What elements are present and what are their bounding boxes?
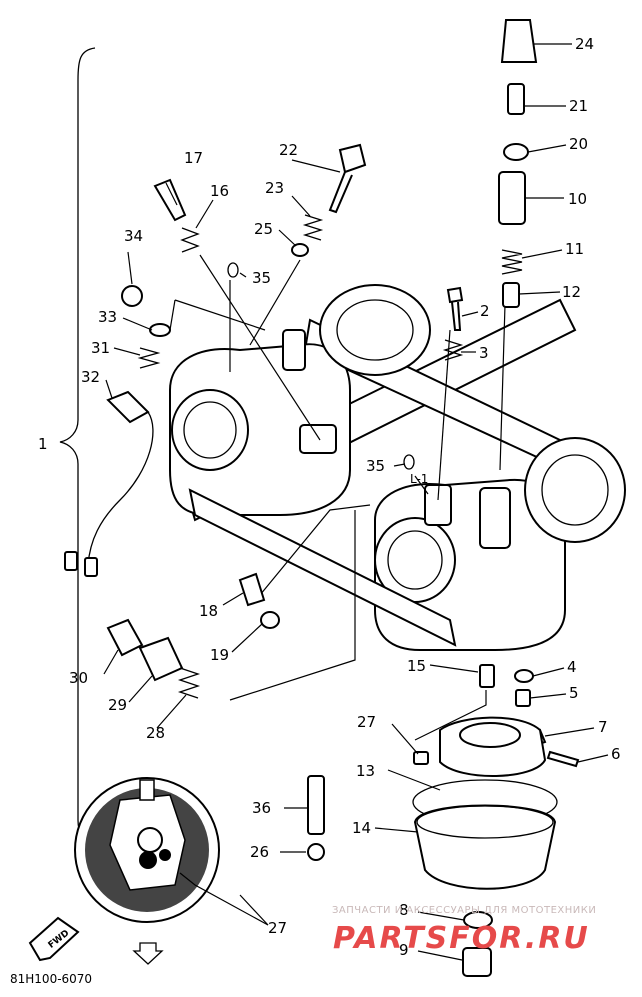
callout-3: 3 <box>479 344 489 362</box>
watermark-logo: PARTSFOR.RU <box>333 921 590 956</box>
callout-35-middle: 35 <box>366 457 385 475</box>
callout-28: 28 <box>146 724 165 742</box>
spring-16 <box>180 227 200 253</box>
callout-18: 18 <box>199 602 218 620</box>
watermark: ЗАПЧАСТИ И АКСЕССУАРЫ ДЛЯ МОТОТЕХНИКИ PA… <box>332 905 596 956</box>
callout-15: 15 <box>407 657 426 675</box>
callout-22: 22 <box>279 141 298 159</box>
screw-27 <box>413 751 429 765</box>
leader-lines <box>103 43 609 961</box>
pin-6 <box>546 750 580 768</box>
callout-24: 24 <box>575 35 594 53</box>
float-bowl-group <box>307 664 580 977</box>
fitting-32 <box>106 390 150 424</box>
callout-32: 32 <box>81 368 100 386</box>
callout-34: 34 <box>124 227 143 245</box>
callout-21: 21 <box>569 97 588 115</box>
callout-labels: 1 2 3 4 5 6 7 8 9 10 11 12 13 14 15 16 1… <box>38 35 621 959</box>
callout-2: 2 <box>480 302 490 320</box>
callout-11: 11 <box>565 240 584 258</box>
reference-lines <box>169 254 506 741</box>
spring-31 <box>137 347 161 369</box>
screw-2 <box>446 286 464 331</box>
upper-parts <box>64 143 464 577</box>
callout-31: 31 <box>91 339 110 357</box>
ring-25 <box>291 243 309 257</box>
callout-16: 16 <box>210 182 229 200</box>
down-arrow-icon <box>132 942 164 965</box>
holder-10 <box>498 171 526 225</box>
oring-35 <box>227 262 239 278</box>
screw-17 <box>153 178 187 222</box>
needle-jet-36 <box>307 775 325 835</box>
hose <box>87 411 154 566</box>
needle-stack <box>498 19 538 308</box>
spring-28 <box>177 667 201 699</box>
callout-35-top: 35 <box>252 269 271 287</box>
callout-33: 33 <box>98 308 117 326</box>
callout-36: 36 <box>252 799 271 817</box>
callout-30: 30 <box>69 669 88 687</box>
watermark-tagline: ЗАПЧАСТИ И АКСЕССУАРЫ ДЛЯ МОТОТЕХНИКИ <box>332 905 596 916</box>
screw-21 <box>507 83 525 115</box>
cap-19 <box>260 611 280 629</box>
collar-30 <box>106 618 144 657</box>
callout-29: 29 <box>108 696 127 714</box>
callout-5: 5 <box>569 684 579 702</box>
callout-1: 1 <box>38 435 48 453</box>
spring-3 <box>442 339 464 361</box>
bowl-inset-view <box>74 777 220 923</box>
callout-17: 17 <box>184 149 203 167</box>
cap-34 <box>121 285 143 307</box>
callout-8: 8 <box>399 901 409 919</box>
callout-6: 6 <box>611 745 621 763</box>
jet-5 <box>515 689 531 707</box>
lower-left-parts <box>106 572 280 699</box>
callout-l1: L-1 <box>410 472 428 486</box>
callout-7: 7 <box>598 718 608 736</box>
callout-4: 4 <box>567 658 577 676</box>
washer-33 <box>149 323 171 337</box>
nut-20 <box>503 143 529 161</box>
screw-22 <box>328 143 367 214</box>
oring-35b <box>403 454 415 470</box>
jet-26 <box>307 843 325 861</box>
carburetor-body <box>169 284 626 651</box>
callout-10: 10 <box>568 190 587 208</box>
assembly-bracket <box>59 47 96 845</box>
callout-26: 26 <box>250 843 269 861</box>
plug-9 <box>462 947 492 977</box>
callout-19: 19 <box>210 646 229 664</box>
callout-14: 14 <box>352 819 371 837</box>
plunger-12 <box>502 282 520 308</box>
callout-13: 13 <box>356 762 375 780</box>
spring-11 <box>501 249 523 275</box>
part-code: 81H100-6070 <box>10 972 92 986</box>
callout-27-top: 27 <box>357 713 376 731</box>
washer-4 <box>514 669 534 683</box>
spring-23 <box>302 214 324 241</box>
bowl-14 <box>413 804 557 890</box>
cap-24 <box>500 19 538 63</box>
callout-9: 9 <box>399 941 409 959</box>
pin-18 <box>238 572 266 607</box>
forward-arrow-icon: FWD <box>28 916 80 962</box>
callout-20: 20 <box>569 135 588 153</box>
callout-23: 23 <box>265 179 284 197</box>
callout-27-bottom: 27 <box>268 919 287 937</box>
callout-12: 12 <box>562 283 581 301</box>
sleeve-29 <box>138 636 184 682</box>
callout-25: 25 <box>254 220 273 238</box>
jet-15 <box>479 664 495 688</box>
